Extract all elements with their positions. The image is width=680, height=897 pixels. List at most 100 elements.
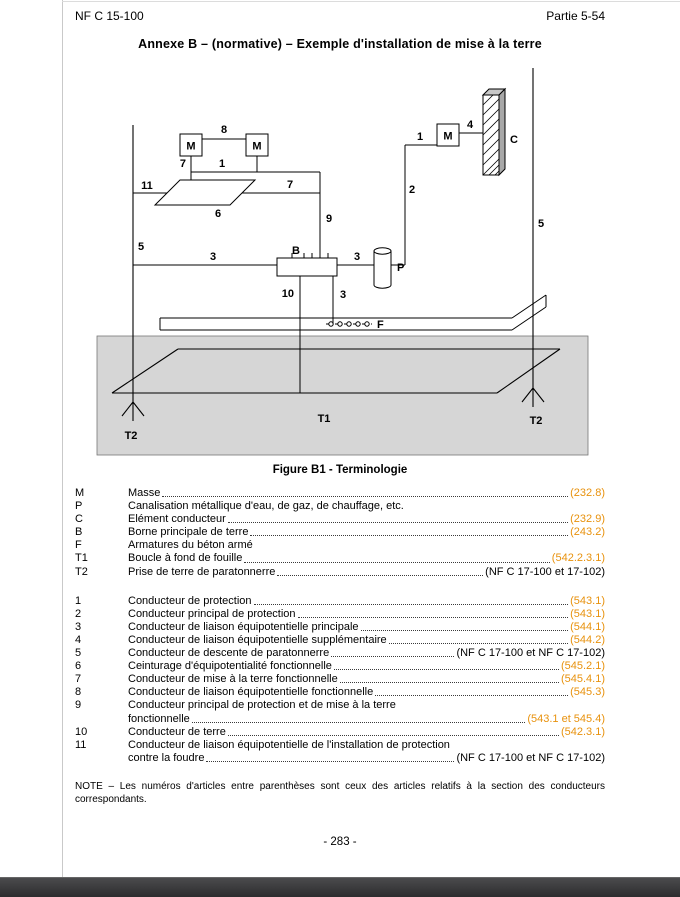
legend-numbers: 1 Conducteur de protection (543.1) 2 Con… — [75, 595, 605, 765]
figure-caption: Figure B1 - Terminologie — [272, 464, 408, 476]
legend-ref: (542.2.3.1) — [551, 552, 605, 565]
legend-row-continuation: contre la foudre (NF C 17-100 et NF C 17… — [75, 752, 605, 765]
legend-key: C — [75, 513, 83, 526]
legend-row: T2 Prise de terre de paratonnerre (NF C … — [75, 566, 605, 579]
label-4: 4 — [467, 119, 474, 131]
legend-ref: (545.2.1) — [560, 660, 605, 673]
label-3b: 3 — [354, 251, 360, 263]
label-b: B — [292, 245, 300, 257]
legend-text: Armatures du béton armé — [128, 539, 253, 552]
legend-ref: (232.9) — [570, 513, 605, 526]
page-number: - 283 - — [323, 836, 357, 848]
legend-key: M — [75, 487, 85, 499]
floor-slab — [159, 294, 547, 331]
legend-key: 4 — [75, 633, 82, 646]
legend-row: 7 Conducteur de mise à la terre fonction… — [75, 673, 605, 686]
legend-row: 1 Conducteur de protection (543.1) — [75, 595, 605, 608]
legend-row: 10 Conducteur de terre (542.3.1) — [75, 726, 605, 739]
legend-row: F Armatures du béton armé — [75, 539, 605, 552]
page-header: NF C 15-100 Partie 5-54 — [75, 9, 605, 23]
legend-row: 8 Conducteur de liaison équipotentielle … — [75, 686, 605, 699]
legend-ref: (543.1) — [570, 594, 605, 607]
doc-reference: NF C 15-100 — [75, 9, 144, 23]
label-m3: M — [443, 131, 452, 143]
ground-block — [96, 335, 589, 456]
conductors-top-left — [133, 138, 321, 258]
dotted-leader — [250, 535, 569, 537]
legend-ref: (NF C 17-100 et 17-102) — [485, 565, 605, 578]
dotted-leader — [227, 734, 559, 736]
legend-row: 2 Conducteur principal de protection (54… — [75, 608, 605, 621]
dotted-leader — [333, 669, 559, 671]
label-7a: 7 — [180, 158, 186, 170]
legend-row: B Borne principale de terre (243.2) — [75, 526, 605, 539]
legend-key: 11 — [75, 738, 87, 751]
legend-text: Conducteur de mise à la terre fonctionne… — [128, 673, 338, 686]
legend-text: Conducteur de terre — [128, 725, 226, 738]
dotted-leader — [375, 695, 569, 697]
dotted-leader — [360, 629, 569, 631]
dotted-leader — [277, 574, 484, 576]
viewer-bottom-bar — [0, 877, 680, 897]
label-t1: T1 — [318, 413, 331, 425]
legend-row: 9 Conducteur principal de protection et … — [75, 699, 605, 712]
figure-b1-diagram: M M M 8 7 1 11 6 7 9 1 4 2 C 5 5 B 3 3 P… — [96, 68, 589, 456]
legend-ref: (232.8) — [570, 487, 605, 499]
legend-key: 9 — [75, 699, 82, 712]
legend-row: 3 Conducteur de liaison équipotentielle … — [75, 621, 605, 634]
label-11: 11 — [141, 180, 153, 192]
legend-key: T1 — [75, 552, 88, 565]
label-m2: M — [252, 141, 261, 153]
legend: M Masse (232.8) P Canalisation métalliqu… — [75, 487, 605, 765]
legend-ref: (544.2) — [570, 633, 605, 646]
legend-text: Elément conducteur — [128, 513, 226, 526]
legend-ref: (NF C 17-100 et NF C 17-102) — [456, 751, 605, 764]
main-bonding-lines — [133, 264, 374, 393]
legend-text: Conducteur de protection — [128, 594, 252, 607]
legend-text: Conducteur de liaison équipotentielle pr… — [128, 620, 359, 633]
legend-ref: (545.4.1) — [560, 673, 605, 686]
legend-key: T2 — [75, 565, 88, 578]
legend-ref: (544.1) — [570, 620, 605, 633]
legend-key: 10 — [75, 725, 88, 738]
legend-letters: M Masse (232.8) P Canalisation métalliqu… — [75, 487, 605, 579]
page-edge-top — [62, 1, 680, 2]
diagram-labels: M M M 8 7 1 11 6 7 9 1 4 2 C 5 5 B 3 3 P… — [125, 119, 545, 442]
conductors-top-right — [391, 132, 483, 266]
foundation-loop-t1 — [111, 348, 561, 394]
legend-row: 6 Ceinturage d'équipotentialité fonction… — [75, 660, 605, 673]
label-m1: M — [186, 141, 195, 153]
legend-text: Borne principale de terre — [128, 526, 249, 539]
label-3c: 3 — [340, 289, 346, 301]
equipotential-ring — [153, 179, 257, 206]
legend-key: 3 — [75, 620, 82, 633]
label-t2-right: T2 — [530, 415, 543, 427]
legend-text: contre la foudre — [128, 751, 205, 764]
legend-key: 7 — [75, 673, 82, 686]
legend-ref: (545.3) — [570, 686, 605, 699]
legend-ref: (542.3.1) — [560, 725, 605, 738]
legend-key: F — [75, 539, 82, 552]
legend-ref: (NF C 17-100 et NF C 17-102) — [456, 647, 605, 660]
label-f: F — [377, 319, 384, 331]
legend-text: Conducteur principal de protection — [128, 607, 296, 620]
label-2: 2 — [409, 184, 415, 196]
legend-key: 2 — [75, 607, 82, 620]
legend-row: 5 Conducteur de descente de paratonnerre… — [75, 647, 605, 660]
dotted-leader — [331, 656, 455, 658]
dotted-leader — [244, 561, 550, 563]
conductive-element-c — [481, 87, 507, 177]
legend-text: Boucle à fond de fouille — [128, 552, 243, 565]
page-edge-left — [62, 0, 63, 878]
legend-row: C Elément conducteur (232.9) — [75, 513, 605, 526]
legend-key: B — [75, 526, 83, 539]
legend-text: fonctionnelle — [128, 712, 190, 725]
label-p: P — [397, 262, 404, 274]
label-3a: 3 — [210, 251, 216, 263]
dotted-leader — [388, 643, 569, 645]
legend-text: Ceinturage d'équipotentialité fonctionne… — [128, 660, 332, 673]
legend-key: P — [75, 500, 83, 513]
mass-boxes — [179, 123, 460, 157]
legend-key: 8 — [75, 686, 82, 699]
